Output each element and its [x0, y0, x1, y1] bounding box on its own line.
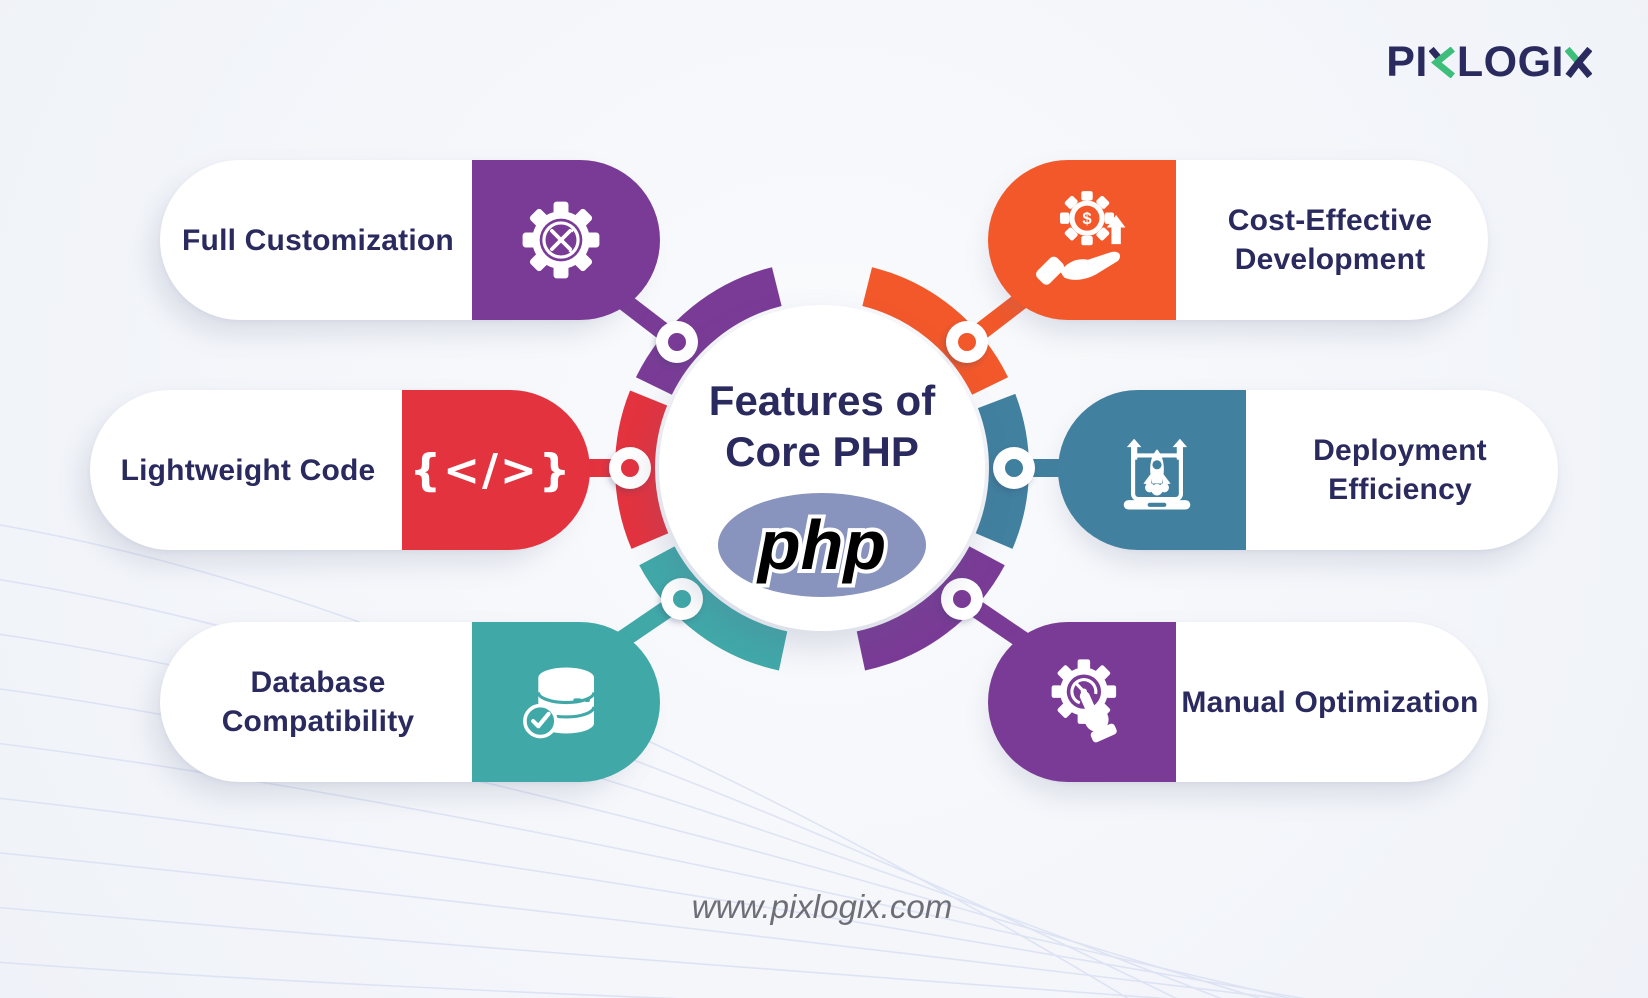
feature-label: Full Customization	[182, 223, 454, 257]
feature-icon-block	[472, 160, 660, 320]
feature-label: Lightweight Code	[120, 453, 376, 487]
feature-pill-deployment-efficiency: Deployment Efficiency	[1058, 390, 1558, 550]
feature-label: Database Compatibility	[221, 666, 415, 738]
feature-icon-block	[988, 622, 1176, 782]
laptop-rocket-icon	[1123, 438, 1191, 510]
php-logo-text: php	[756, 506, 886, 584]
dot-lightweight-code	[609, 447, 651, 489]
feature-icon-block	[1058, 390, 1246, 550]
center-hub: Features of Core PHP php	[659, 305, 985, 631]
ring-segment-bottom-right	[856, 546, 1005, 671]
code-braces-icon: {</>}	[409, 444, 573, 496]
junction-dots	[609, 321, 1035, 620]
logo-text-logi: LOGI	[1456, 38, 1564, 86]
feature-label: Cost-Effective Development	[1227, 204, 1433, 276]
website-url: www.pixlogix.com	[691, 888, 953, 925]
diagram-title-line2: Core PHP	[725, 428, 919, 476]
feature-pill-cost-effective-development: Cost-Effective Development	[988, 160, 1488, 320]
svg-text:$: $	[1082, 209, 1092, 228]
ring-segment-top-right	[861, 267, 1009, 396]
feature-label: Manual Optimization	[1181, 685, 1479, 719]
feature-icon-block: $	[988, 160, 1176, 320]
feature-pill-database-compatibility: Database Compatibility	[160, 622, 660, 782]
logo-x-icon	[1428, 47, 1455, 78]
dot-manual-optimization	[941, 578, 983, 620]
dot-cost-effective	[946, 321, 988, 363]
pixlogix-logo: PI LOGI	[1386, 38, 1593, 87]
gear-pencils-icon	[522, 201, 600, 279]
ring-segment-top-left	[635, 267, 783, 396]
gear-hand-icon	[1051, 659, 1117, 743]
feature-icon-block: {</>}	[402, 390, 590, 550]
dot-deployment	[993, 447, 1035, 489]
feature-pill-full-customization: Full Customization	[160, 160, 660, 320]
feature-pill-lightweight-code: Lightweight Code {</>}	[90, 390, 590, 550]
feature-pill-manual-optimization: Manual Optimization	[988, 622, 1488, 782]
logo-text-pi: PI	[1386, 38, 1428, 86]
php-logo: php	[718, 493, 926, 598]
diagram-title-line1: Features of	[708, 377, 936, 424]
dot-database	[661, 578, 703, 620]
database-check-icon	[523, 667, 596, 739]
diagram-title: Features of Core PHP	[709, 375, 935, 477]
feature-label: Deployment Efficiency	[1313, 434, 1487, 506]
dot-full-customization	[656, 321, 698, 363]
feature-icon-block	[472, 622, 660, 782]
hand-gear-dollar-icon: $	[1036, 191, 1126, 285]
ring-segment-bottom-left	[639, 546, 788, 671]
logo-x-icon	[1565, 47, 1592, 78]
